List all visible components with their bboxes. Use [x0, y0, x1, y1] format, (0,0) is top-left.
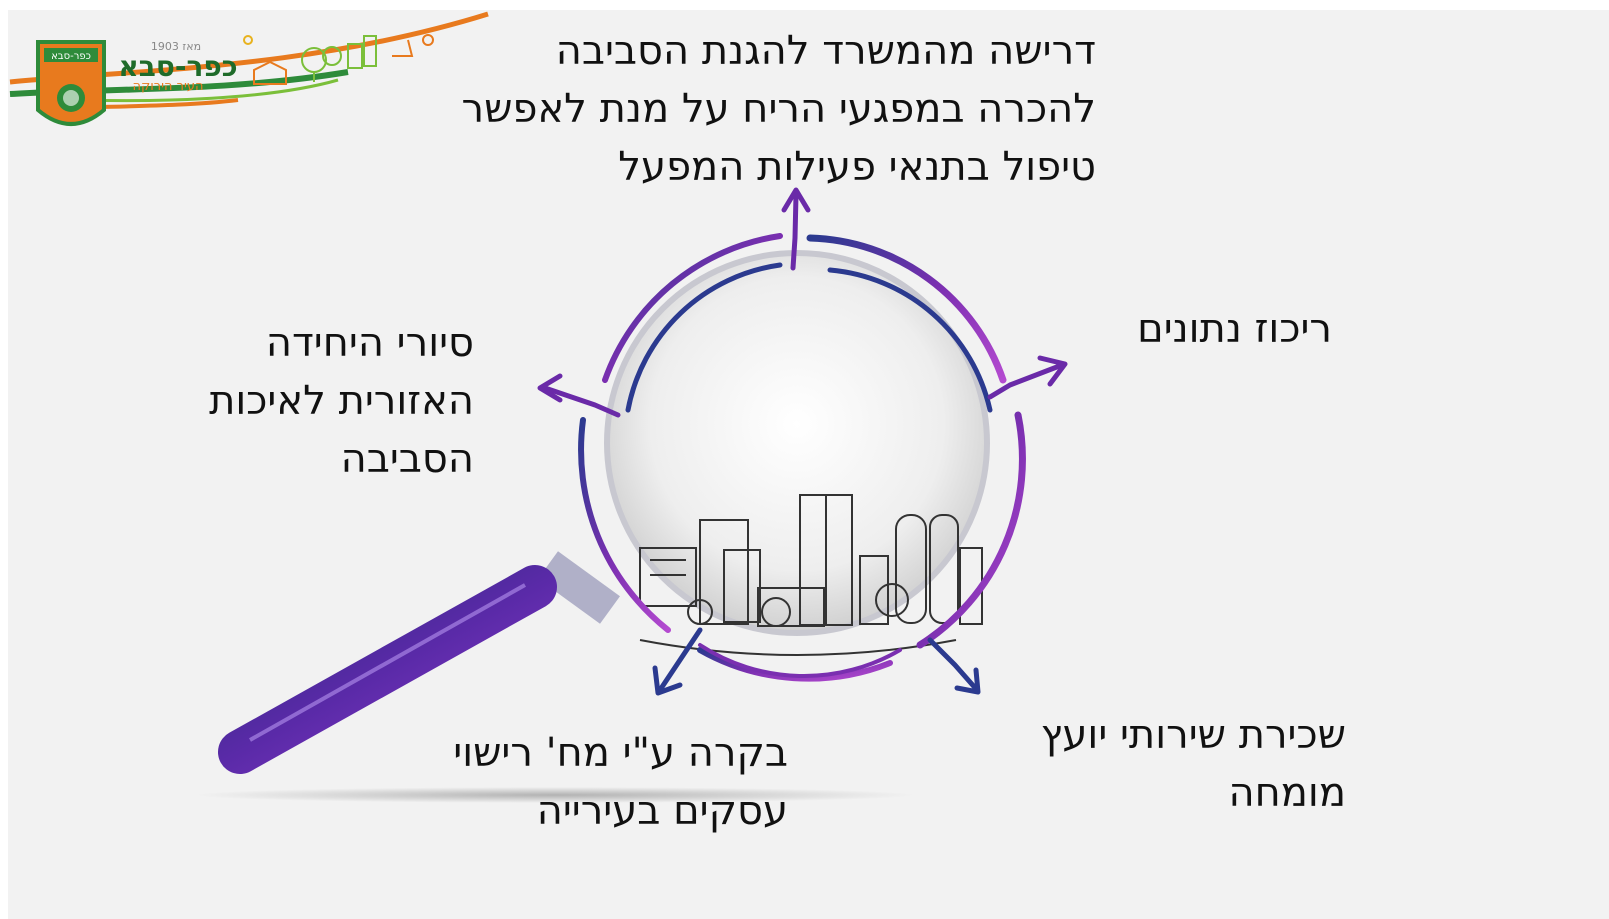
arrow-up [790, 192, 799, 271]
since-year: מאז 1903 [151, 40, 201, 53]
step-label-bottom-left: בקרה ע"י מח' רישוי עסקים בעירייה [453, 730, 788, 834]
brand-name: כפר-סבא [118, 50, 237, 83]
step-label-right: ריכוז נתונים [1137, 306, 1332, 352]
step-label-bottom-right: שכירת שירותי יועץ מומחה [1040, 712, 1346, 816]
step-label-top: דרישה מהמשרד להגנת הסביבה להכרה במפגעי ה… [461, 28, 1096, 190]
city-emblem: כפר-סבא [36, 40, 106, 126]
ground-shadow [195, 787, 915, 803]
arrow-left [542, 385, 621, 418]
arrow-bottom-right [927, 637, 980, 693]
cycle-arrows [537, 187, 1068, 696]
arrow-bottom-left [657, 627, 703, 693]
kfar-saba-logo: כפר-סבא מאז 1903 כפר-סבא העיר הירוקה [9, 11, 489, 126]
brand-tagline: העיר הירוקה [132, 79, 203, 94]
step-label-left: סיורי היחידה האזורית לאיכות הסביבה [209, 320, 474, 482]
cycle-ring [578, 233, 1026, 682]
city-skyline-icon [639, 494, 983, 656]
magnifier-handle [218, 551, 620, 774]
magnifier-lens [604, 250, 990, 636]
svg-text:כפר-סבא: כפר-סבא [51, 51, 91, 62]
arrow-right [987, 362, 1065, 400]
city-skyline-icon [243, 34, 434, 85]
